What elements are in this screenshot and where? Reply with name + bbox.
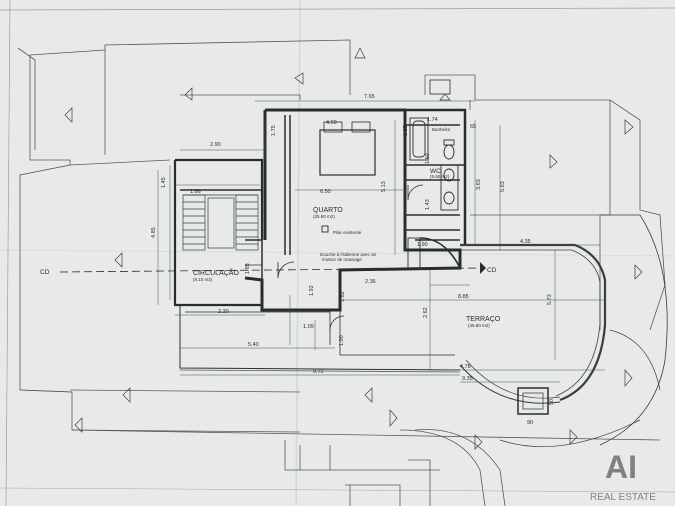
watermark-sub: REAL ESTATE (590, 492, 656, 503)
dim-label: 1.43 (425, 199, 431, 210)
dim-label: 2.90 (210, 142, 221, 148)
dim-label: 4.35 (520, 239, 531, 245)
dim-label: 90 (527, 420, 533, 426)
dim-label: 2.20 (218, 309, 229, 315)
dim-label: 1.00 (339, 335, 345, 346)
dim-label: 1.75 (271, 125, 277, 136)
dim-label: 5.63 (500, 181, 506, 192)
interior-walls (180, 115, 465, 300)
dim-label: 1.25 (403, 125, 409, 136)
dim-label: 5.13 (381, 181, 387, 192)
terrace-outline (455, 214, 668, 447)
dim-label: 65 (470, 124, 476, 130)
roof-outlines (17, 39, 666, 506)
dim-label: 3.63 (476, 179, 482, 190)
room-area-wc: (5.60 m2) (430, 174, 450, 179)
staircase (182, 194, 259, 251)
room-area-circulacao: (8.10 m2) (193, 277, 213, 282)
banheira-label: Banheira (432, 127, 451, 132)
dim-label: 1.50 (425, 153, 431, 164)
pillar-note: Pilar existente (333, 230, 362, 235)
toilet-fixtures (440, 139, 459, 211)
dim-label: 1.62 (340, 291, 346, 302)
dim-label: 5.40 (248, 342, 259, 348)
bathtub (409, 117, 429, 161)
dim-label: 1.85 (245, 263, 251, 274)
dimension-labels: 7.65 2.90 4.50 6.50 5.13 1.74 5.63 3.63 … (151, 94, 555, 426)
watermark-brand: AI (605, 449, 637, 485)
dim-label: 1.45 (161, 177, 167, 188)
room-label-terraco: TERRAÇO (466, 316, 501, 323)
dim-label: 4.85 (151, 227, 157, 238)
roof-slope-markers (64, 47, 643, 450)
chimney (429, 79, 549, 415)
section-line: CD CD (40, 262, 497, 276)
section-label-left: CD (40, 269, 50, 276)
room-label-wc: WC (430, 168, 441, 175)
shower-pillar (321, 225, 461, 269)
dim-label: 1.09 (303, 324, 314, 330)
room-area-terraco: (45.80 m2) (468, 323, 490, 328)
shower-note-2: moteur de massage (322, 257, 362, 262)
dim-label: 9.35 (462, 376, 473, 382)
dim-label: 6.50 (320, 189, 331, 195)
room-labels: QUARTO (25.60 m2) CIRCULAÇÃO (8.10 m2) T… (193, 127, 501, 328)
dim-label: 5.73 (547, 294, 553, 305)
dim-label: 1.86 (190, 189, 201, 195)
section-label-right: CD (487, 267, 497, 274)
dim-label: 9.72 (313, 369, 324, 375)
shower-note: Douche à l'italienne avec air (320, 252, 377, 257)
bed (319, 121, 376, 176)
dim-label: 4.50 (326, 120, 337, 126)
room-label-circulacao: CIRCULAÇÃO (193, 268, 239, 277)
dim-label: 8.85 (458, 294, 469, 300)
dim-label: 50 (549, 399, 555, 405)
dim-label: 1.92 (309, 285, 315, 296)
watermark-logo: AI REAL ESTATE (590, 449, 656, 503)
dim-label: 7.65 (364, 94, 375, 100)
room-label-quarto: QUARTO (313, 207, 343, 214)
dimension-lines (157, 100, 605, 383)
dim-label: 1.74 (427, 117, 438, 123)
dim-label: 2.36 (365, 279, 376, 285)
room-area-quarto: (25.60 m2) (313, 214, 335, 219)
dim-label: 1.90 (417, 242, 428, 248)
dim-label: 2.62 (423, 307, 429, 318)
doors (245, 184, 424, 331)
dim-label: 4.78 (460, 364, 471, 370)
